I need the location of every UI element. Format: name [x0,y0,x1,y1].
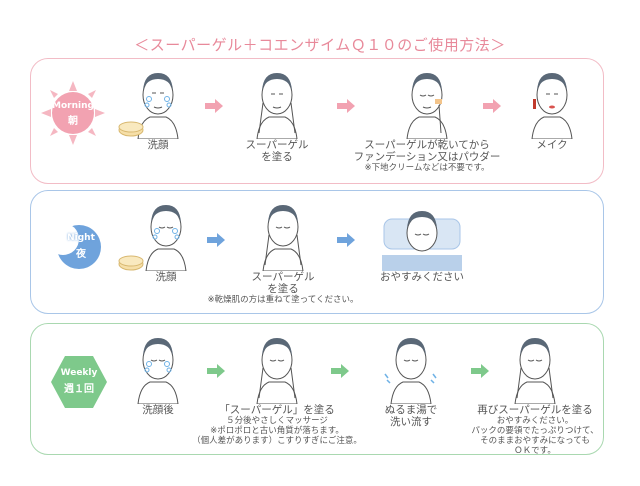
face-washing-icon [145,205,187,271]
morning-step-apply-gel: スーパーゲル を塗る [237,63,317,163]
weekly-step-apply-massage: 「スーパーゲル」を塗る ５分後やさしくマッサージ ※ポロポロと古い角質が落ちます… [191,328,363,446]
weekly-step-rinse: ぬるま湯で 洗い流す [371,328,451,428]
night-step-wash: 洗顔 [131,195,201,283]
jar-icon [118,121,144,137]
morning-panel: Morning 朝 洗顔 スーパーゲル [30,58,604,184]
weekly-badge: Weekly 週１回 [51,354,107,410]
face-massage-icon [256,338,298,404]
arrow-right-icon [205,99,223,113]
face-applying-icon [514,338,556,404]
morning-step-makeup: メイク [519,63,585,151]
face-rinsing-icon [384,338,437,404]
arrow-right-icon [483,99,501,113]
arrow-right-icon [337,99,355,113]
weekly-step-wash: 洗顔後 [123,328,193,416]
night-panel: Night 夜 洗顔 スーパーゲル を塗る ※乾燥肌の方は重ねて塗って [30,190,604,314]
hexagon-icon [51,356,107,408]
morning-step-foundation: スーパーゲルが乾いてから ファンデーション又はパウダー ※下地クリームなどは不要… [343,63,511,173]
moon-icon [47,223,101,269]
night-badge: Night 夜 [47,221,107,273]
sun-icon [41,81,105,145]
night-step-apply-gel: スーパーゲル を塗る ※乾燥肌の方は重ねて塗ってください。 [203,195,363,305]
arrow-right-icon [207,233,225,247]
arrow-right-icon [471,364,489,378]
morning-step-wash: 洗顔 [123,63,193,151]
face-washing-icon [137,338,179,404]
arrow-right-icon [331,364,349,378]
arrow-right-icon [207,364,225,378]
sleeping-face-icon [382,211,462,271]
face-applying-icon [262,205,304,271]
face-washing-icon [137,73,179,139]
page-title: ＜スーパーゲル＋コエンザイムＱ１０のご使用方法＞ [134,36,506,54]
morning-badge: Morning 朝 [41,81,105,145]
weekly-panel: Weekly 週１回 洗顔後 「スーパーゲル」を塗る ５分後やさしくマッサージ … [30,323,604,456]
face-applying-icon [256,73,298,139]
weekly-step-reapply: 再びスーパーゲルを塗る おやすみください。 パックの要領でたっぷりつけて、 その… [467,328,603,456]
jar-icon [118,255,144,271]
face-makeup-icon [531,73,573,139]
night-step-sleep: おやすみください [367,197,477,283]
face-foundation-icon [406,73,448,139]
arrow-right-icon [337,233,355,247]
